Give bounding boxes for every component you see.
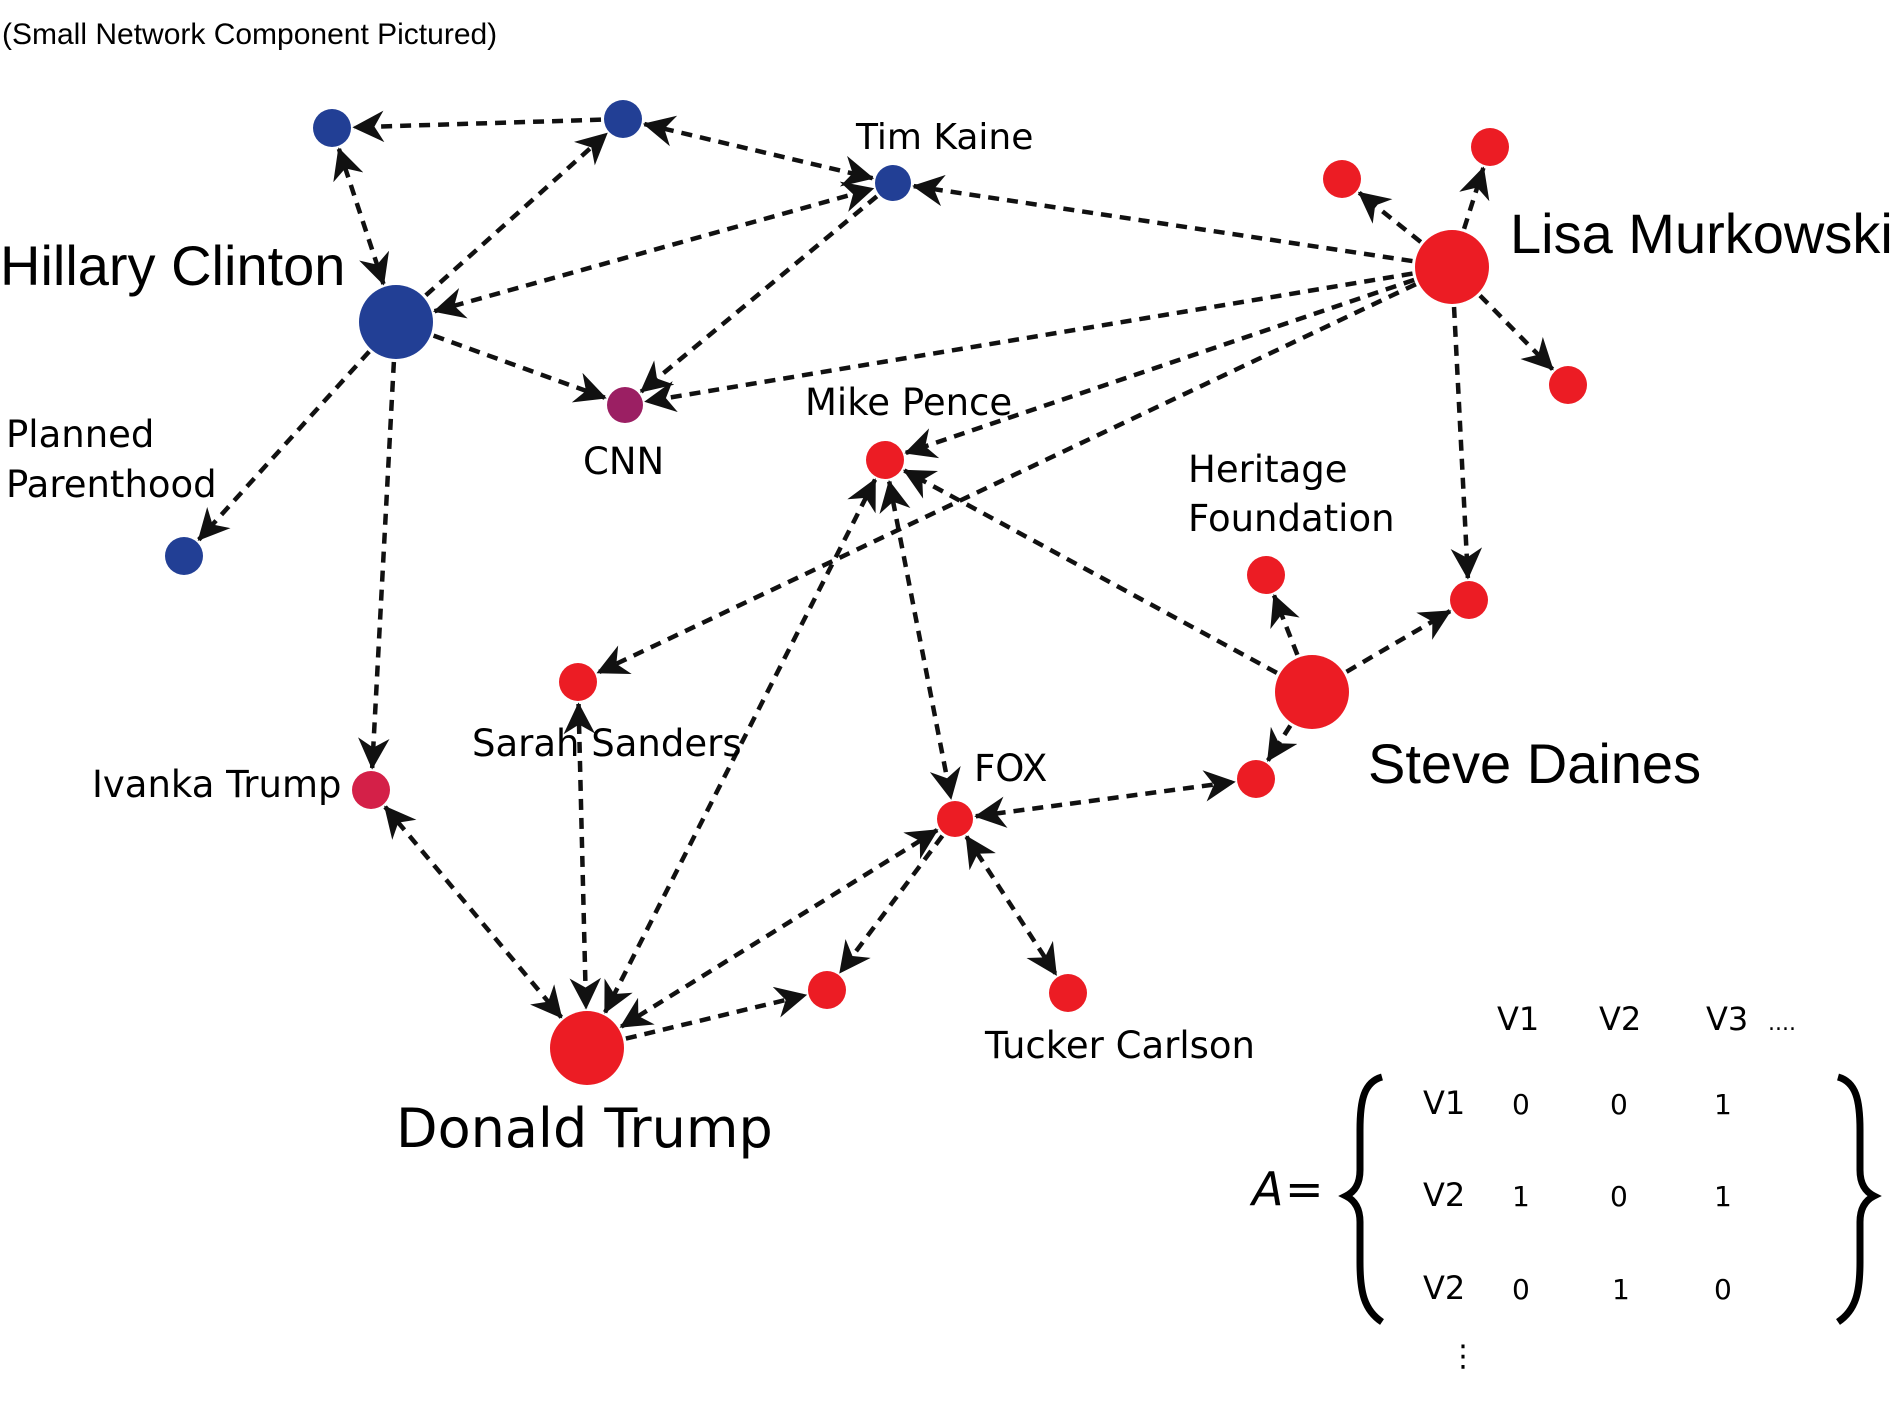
label-hillary-clinton: Hillary Clinton: [0, 234, 345, 297]
matrix-col-header: V2: [1599, 1000, 1641, 1038]
node-daines-right: [1450, 581, 1488, 619]
edge-murkowski-daines_right: [1450, 306, 1483, 580]
edge-murkowski-cnn: [644, 271, 1413, 413]
matrix-cell: 1: [1512, 1180, 1530, 1213]
label-lisa-murkowski: Lisa Murkowski: [1510, 202, 1893, 265]
edge-fox-trump_side: [838, 834, 945, 974]
node-fox: [937, 801, 973, 837]
label-tim-kaine: Tim Kaine: [855, 117, 1033, 158]
matrix-row-label: V2: [1423, 1269, 1465, 1307]
matrix-equals: =: [1285, 1162, 1324, 1216]
matrix-row-label: V2: [1423, 1176, 1465, 1214]
edge-daines-pence: [902, 468, 1278, 675]
node-cnn: [607, 387, 643, 423]
label-planned-parenthood-line1: Planned: [6, 413, 154, 456]
label-tucker-carlson: Tucker Carlson: [984, 1024, 1255, 1067]
matrix-col-ellipsis: ....: [1768, 1011, 1796, 1036]
matrix-cell: 1: [1714, 1180, 1732, 1213]
edge-fox-carlson: [964, 835, 1058, 976]
edge-daines-daines_right: [1345, 609, 1452, 674]
edge-blue_right-blue_left: [352, 110, 602, 143]
matrix-row-label: V1: [1423, 1084, 1465, 1122]
edge-trump-trump_side: [625, 986, 808, 1041]
edge-clinton-ivanka: [358, 361, 397, 770]
edge-murkowski-murk_a: [1357, 190, 1423, 244]
label-cnn: CNN: [583, 440, 664, 483]
node-carlson: [1049, 974, 1087, 1012]
edge-clinton-kaine: [433, 181, 875, 319]
matrix-cell: 0: [1714, 1273, 1732, 1306]
node-murk-b: [1471, 128, 1509, 166]
node-blue-left: [313, 109, 351, 147]
label-mike-pence: Mike Pence: [805, 381, 1012, 424]
matrix-cell: 0: [1512, 1088, 1530, 1121]
node-trump-side: [808, 971, 846, 1009]
matrix-symbol: A: [1249, 1162, 1283, 1216]
matrix-cell: 1: [1714, 1088, 1732, 1121]
label-steve-daines: Steve Daines: [1368, 732, 1701, 795]
edge-clinton-planned_parenthood: [197, 350, 371, 542]
label-donald-trump: Donald Trump: [396, 1097, 773, 1160]
label-heritage-foundation-line1: Heritage: [1188, 448, 1348, 491]
matrix-col-header: V3: [1706, 1000, 1748, 1038]
node-murkowski: [1415, 230, 1489, 304]
node-blue-right: [604, 100, 642, 138]
matrix-row-ellipsis: ⋮: [1448, 1339, 1478, 1374]
matrix-cell: 0: [1610, 1088, 1628, 1121]
node-murk-a: [1323, 160, 1361, 198]
edge-daines-daines_low: [1266, 724, 1298, 762]
node-daines-low: [1237, 760, 1275, 798]
edge-murkowski-pence: [904, 277, 1415, 459]
node-trump: [550, 1011, 624, 1085]
edge-daines-heritage: [1270, 594, 1300, 656]
figure-caption: (Small Network Component Pictured): [2, 18, 498, 51]
matrix-left-brace: [1338, 1073, 1385, 1325]
label-planned-parenthood-line2: Parenthood: [6, 463, 217, 506]
matrix-cell: 0: [1610, 1180, 1628, 1213]
node-layer: [165, 100, 1587, 1085]
label-sarah-sanders: Sarah Sanders: [472, 722, 742, 765]
edge-blue_left-clinton: [333, 147, 390, 286]
node-sanders: [559, 663, 597, 701]
matrix-cell: 0: [1512, 1273, 1530, 1306]
edge-sanders-trump: [563, 702, 602, 1010]
edge-clinton-cnn: [432, 333, 607, 403]
node-daines: [1275, 655, 1349, 729]
edge-murkowski-murk_b: [1459, 166, 1490, 230]
matrix-cell: 1: [1612, 1273, 1630, 1306]
label-fox: FOX: [974, 747, 1047, 790]
edge-ivanka-trump: [383, 805, 564, 1019]
edge-murkowski-kaine: [912, 174, 1413, 264]
edge-kaine-cnn: [639, 194, 879, 394]
edge-murkowski-murk_c: [1478, 293, 1555, 371]
edge-pence-fox: [879, 480, 961, 800]
edge-blue_right-kaine: [642, 115, 875, 187]
label-ivanka-trump: Ivanka Trump: [92, 763, 342, 806]
node-pence: [866, 441, 904, 479]
node-clinton: [359, 285, 433, 359]
matrix-right-brace: [1835, 1073, 1882, 1325]
matrix-col-header: V1: [1497, 1000, 1539, 1038]
edge-fox-daines_low: [974, 770, 1236, 828]
node-kaine: [875, 165, 911, 201]
node-planned-parenthood: [165, 537, 203, 575]
node-heritage: [1247, 556, 1285, 594]
node-ivanka: [352, 771, 390, 809]
edge-clinton-blue_right: [424, 131, 609, 298]
edge-fox-trump: [619, 828, 939, 1029]
label-heritage-foundation-line2: Foundation: [1188, 497, 1395, 540]
adjacency-matrix: A = V1 V2 V3 .... V1 0 0 1 V2 1 0 1 V2 0…: [1249, 1000, 1882, 1374]
edge-layer: [197, 110, 1555, 1041]
node-murk-c: [1549, 366, 1587, 404]
label-layer: Hillary Clinton Tim Kaine Planned Parent…: [0, 117, 1893, 1160]
